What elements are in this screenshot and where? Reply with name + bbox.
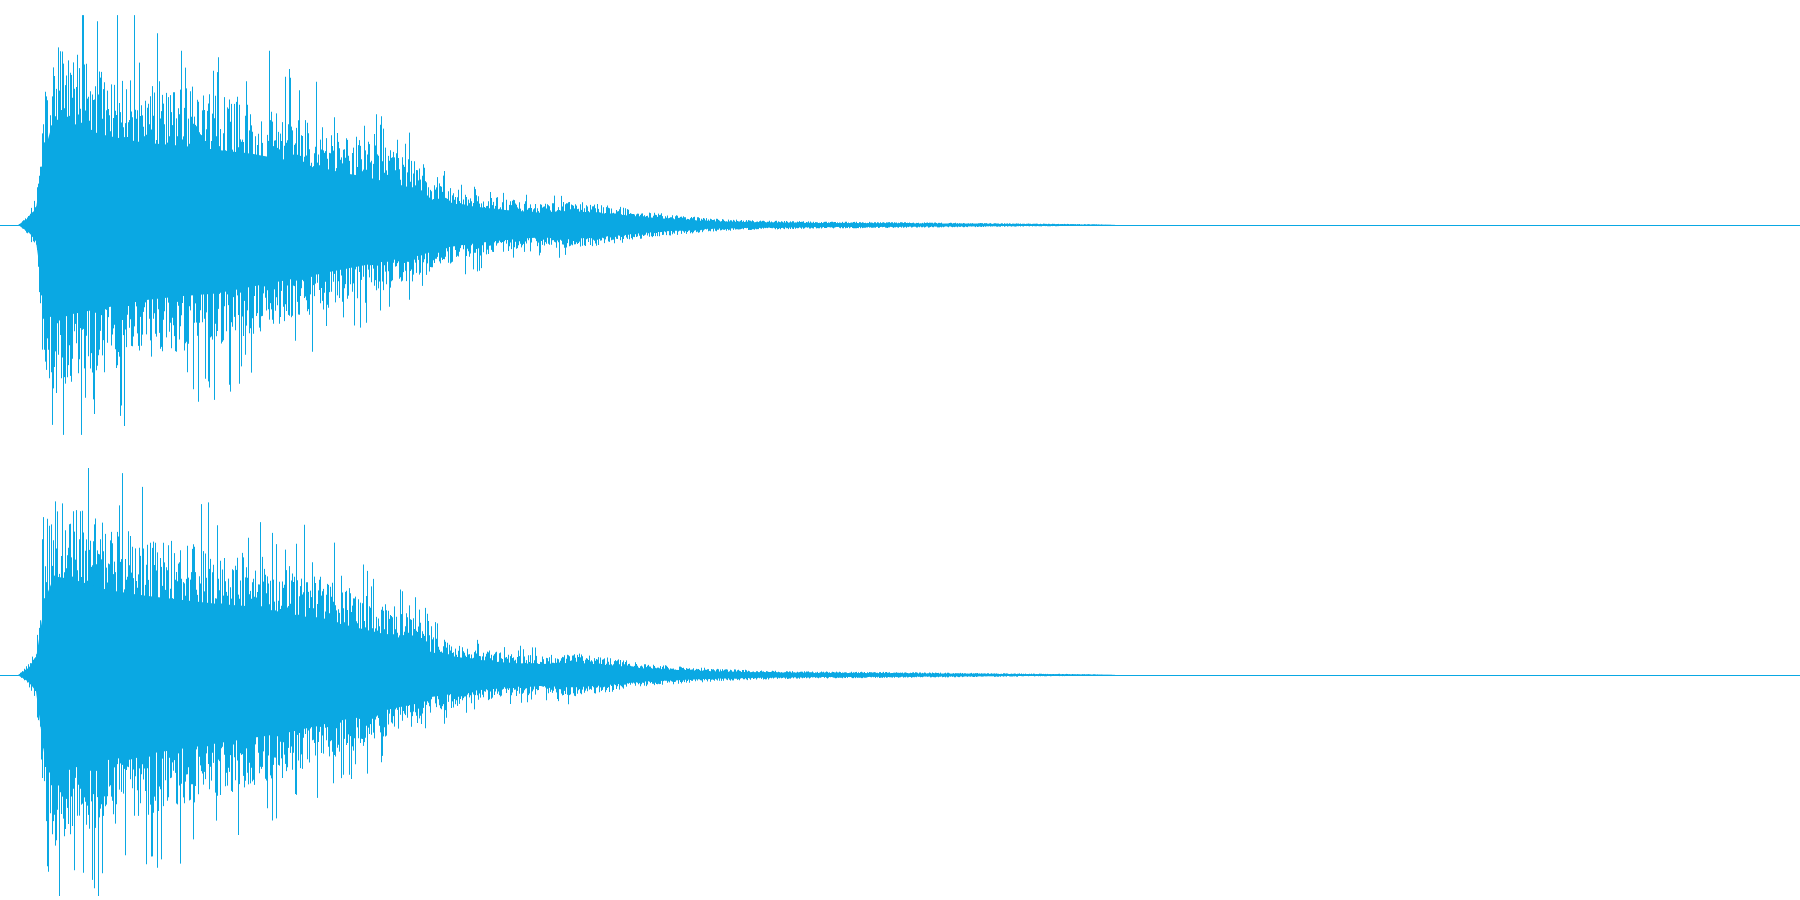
channel-1-waveform-core xyxy=(0,118,1800,321)
channel-2 xyxy=(0,468,1800,896)
channel-2-waveform-core xyxy=(0,576,1800,778)
channel-1 xyxy=(0,15,1800,435)
channels-layer xyxy=(0,15,1800,896)
